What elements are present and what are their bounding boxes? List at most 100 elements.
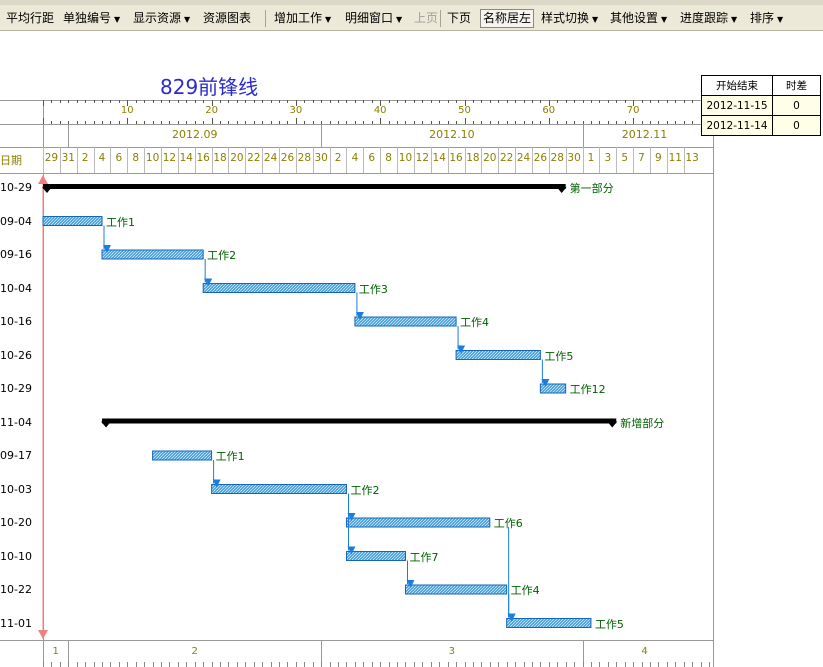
day-label: 11 — [668, 152, 682, 164]
info-table-header-row: 开始结束 时差 — [701, 75, 821, 96]
scale-number: 70 — [626, 105, 640, 116]
toolbar-button-label: 样式切换 — [541, 11, 590, 25]
scale-number: 50 — [458, 105, 471, 116]
day-label: 24 — [263, 152, 278, 164]
day-label: 18 — [466, 152, 480, 164]
day-label: 30 — [314, 152, 328, 164]
info-header-start-end: 开始结束 — [701, 75, 773, 96]
day-label: 8 — [385, 152, 392, 164]
day-label: 3 — [604, 152, 612, 164]
toolbar-button-label: 下页 — [447, 11, 472, 25]
toolbar-button[interactable]: 平均行距 — [6, 10, 54, 27]
task-bar — [539, 383, 567, 394]
toolbar-button[interactable]: 进度跟踪▼ — [680, 10, 737, 27]
day-label: 4 — [98, 152, 106, 164]
bottom-scale-label: 4 — [641, 646, 648, 657]
row-date: 09-16 — [0, 248, 32, 261]
toolbar-button-label: 增加工作 — [274, 11, 323, 25]
toolbar-button-label: 资源图表 — [203, 11, 252, 25]
day-label: 6 — [115, 152, 123, 164]
toolbar-button[interactable]: 上页 — [414, 10, 438, 27]
toolbar-button[interactable]: 资源图表 — [203, 10, 251, 27]
dropdown-arrow-icon: ▼ — [777, 15, 784, 24]
toolbar-button[interactable]: 明细窗口▼ — [345, 10, 402, 27]
day-label: 10 — [398, 152, 413, 164]
summary-cap-icon — [607, 421, 618, 428]
day-label: 13 — [685, 152, 699, 164]
toolbar-button[interactable]: 样式切换▼ — [541, 10, 598, 27]
task-bar — [202, 283, 356, 293]
day-label: 18 — [213, 152, 227, 164]
task-bar — [101, 249, 204, 260]
day-label: 22 — [247, 152, 261, 164]
row-date: 11-01 — [0, 616, 32, 630]
table-row[interactable]: 2012-11-15 0 — [701, 95, 821, 116]
task-label: 工作7 — [409, 550, 439, 564]
summary-label: 新增部分 — [620, 416, 665, 430]
day-label: 12 — [415, 152, 430, 164]
row-date: 10-22 — [0, 583, 32, 596]
day-label: 14 — [179, 152, 193, 164]
day-label: 16 — [449, 152, 463, 164]
task-bar — [152, 450, 213, 461]
task-label: 工作2 — [207, 249, 237, 262]
day-label: 4 — [351, 152, 359, 164]
toolbar-button[interactable]: 名称居左 — [480, 9, 535, 28]
toolbar-button-label: 其他设置 — [610, 11, 659, 25]
toolbar-button-label: 平均行距 — [6, 11, 55, 25]
row-date: 10-29 — [0, 181, 32, 194]
toolbar-button-label: 显示资源 — [133, 11, 182, 25]
summary-label: 第一部分 — [569, 182, 614, 195]
toolbar-button[interactable]: 下页 — [447, 10, 471, 27]
dropdown-arrow-icon: ▼ — [592, 15, 599, 24]
task-bar — [455, 350, 541, 360]
toolbar-button[interactable]: 单独编号▼ — [63, 10, 120, 27]
chart-title: 829前锋线 — [160, 75, 259, 99]
toolbar-button[interactable]: 显示资源▼ — [133, 10, 190, 27]
row-date: 10-03 — [0, 482, 32, 496]
summary-cap-icon — [556, 187, 567, 193]
day-label: 26 — [533, 152, 548, 164]
toolbar-button-label: 进度跟踪 — [680, 11, 729, 25]
task-bar — [506, 618, 592, 628]
day-label: 6 — [368, 152, 376, 164]
day-label: 20 — [483, 152, 497, 164]
day-label: 16 — [196, 152, 210, 164]
bottom-scale-label: 2 — [191, 646, 198, 657]
dropdown-arrow-icon: ▼ — [396, 15, 403, 24]
toolbar-button[interactable]: 增加工作▼ — [274, 10, 331, 27]
toolbar-button-label: 名称居左 — [483, 11, 532, 25]
row-date: 10-26 — [0, 348, 32, 362]
toolbar-separator — [265, 10, 266, 27]
toolbar-button-label: 单独编号 — [63, 11, 112, 25]
task-bar — [345, 517, 491, 528]
task-label: 工作12 — [569, 383, 606, 396]
day-label: 26 — [280, 152, 295, 164]
dropdown-arrow-icon: ▼ — [114, 15, 121, 24]
info-header-float: 时差 — [772, 75, 821, 96]
day-label: 10 — [145, 152, 160, 164]
toolbar-button[interactable]: 排序▼ — [750, 10, 783, 27]
table-row[interactable]: 2012-11-14 0 — [701, 115, 821, 136]
info-cell-date: 2012-11-14 — [701, 115, 773, 136]
task-label: 工作6 — [493, 517, 523, 530]
task-label: 工作5 — [544, 349, 574, 363]
day-label: 2 — [81, 152, 89, 164]
task-label: 工作3 — [358, 282, 388, 296]
toolbar-button[interactable]: 其他设置▼ — [610, 10, 667, 27]
dropdown-arrow-icon: ▼ — [184, 15, 191, 24]
day-label: 7 — [638, 152, 645, 164]
bottom-scale-label: 3 — [448, 646, 456, 657]
scale-number: 30 — [289, 105, 303, 116]
info-cell-float: 0 — [772, 95, 821, 116]
task-label: 工作4 — [460, 316, 490, 329]
task-bar — [404, 584, 508, 595]
task-bar — [211, 484, 347, 494]
row-date: 10-04 — [0, 281, 32, 295]
month-label: 2012.10 — [429, 128, 475, 141]
summary-bar — [43, 184, 566, 189]
task-label: 工作1 — [106, 215, 135, 229]
date-column-header: 日期 — [0, 154, 22, 167]
